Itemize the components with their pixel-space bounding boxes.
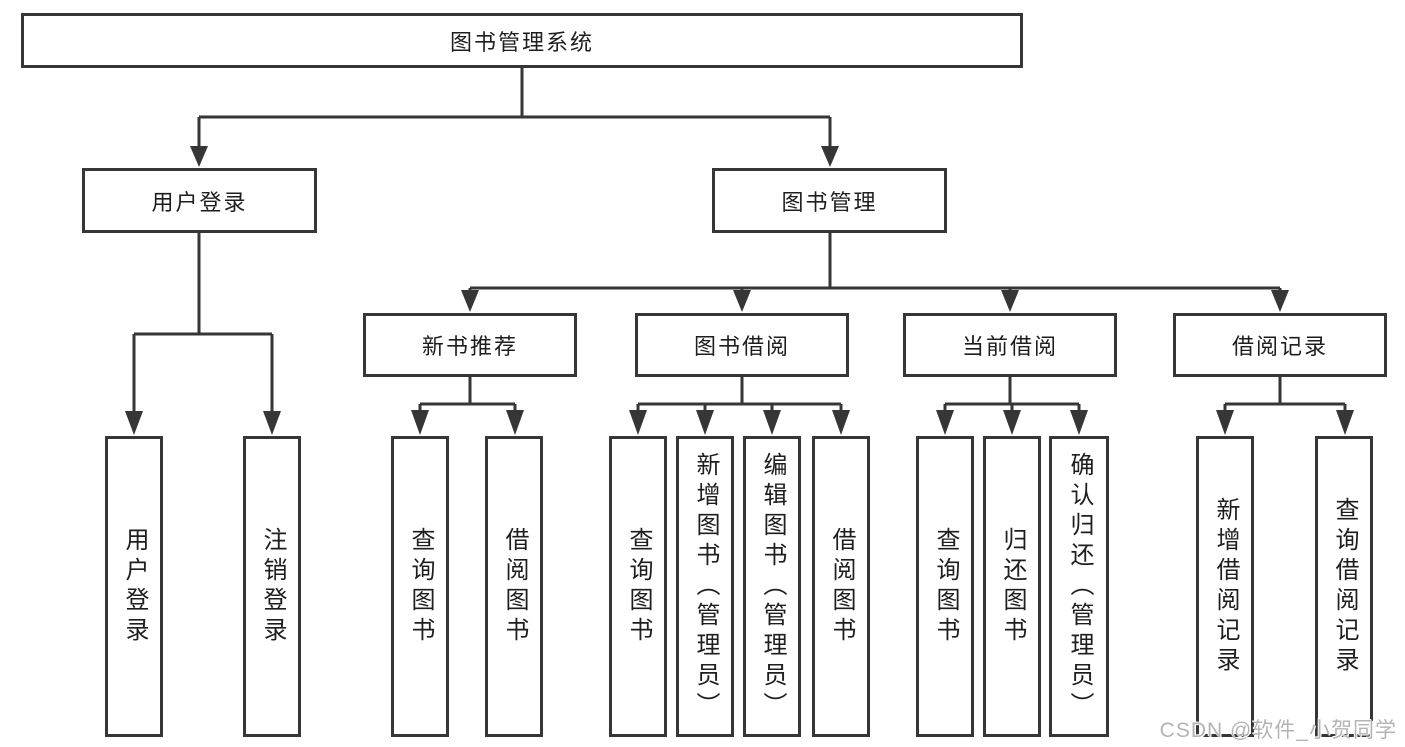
- node-current-borrow: 当前借阅: [903, 313, 1117, 377]
- leaf-add-borrow-record: 新增借阅记录: [1196, 436, 1254, 737]
- leaf-edit-books-admin: 编辑图书（管理员）: [743, 436, 801, 737]
- node-new-book-recommend: 新书推荐: [363, 313, 577, 377]
- node-book-borrow: 图书借阅: [635, 313, 849, 377]
- leaf-query-borrow-record: 查询借阅记录: [1315, 436, 1373, 737]
- connector-root: [197, 68, 832, 150]
- connector-borrow-records: [1223, 377, 1347, 413]
- leaf-query-books-recommend: 查询图书: [391, 436, 449, 737]
- leaf-user-login: 用户登录: [105, 436, 163, 737]
- node-library-system: 图书管理系统: [21, 13, 1023, 68]
- connector-user-login: [132, 233, 274, 414]
- leaf-logout: 注销登录: [243, 436, 301, 737]
- watermark-text: CSDN @软件_小贺同学: [1159, 719, 1397, 742]
- node-user-login: 用户登录: [82, 168, 317, 233]
- leaf-confirm-return-admin: 确认归还（管理员）: [1049, 436, 1109, 737]
- leaf-borrow-books: 借阅图书: [812, 436, 870, 737]
- leaf-add-books-admin: 新增图书（管理员）: [676, 436, 734, 737]
- node-book-management: 图书管理: [712, 168, 947, 233]
- leaf-borrow-books-recommend: 借阅图书: [485, 436, 543, 737]
- leaf-return-books: 归还图书: [983, 436, 1041, 737]
- leaf-query-books-current: 查询图书: [916, 436, 974, 737]
- arrowheads: [125, 146, 1354, 435]
- leaf-query-books-borrow: 查询图书: [609, 436, 667, 737]
- connector-book-borrow: [636, 377, 843, 413]
- connector-new-book-recommend: [418, 377, 517, 413]
- connector-book-management: [468, 233, 1282, 293]
- node-borrow-records: 借阅记录: [1173, 313, 1387, 377]
- connector-current-borrow: [943, 377, 1081, 413]
